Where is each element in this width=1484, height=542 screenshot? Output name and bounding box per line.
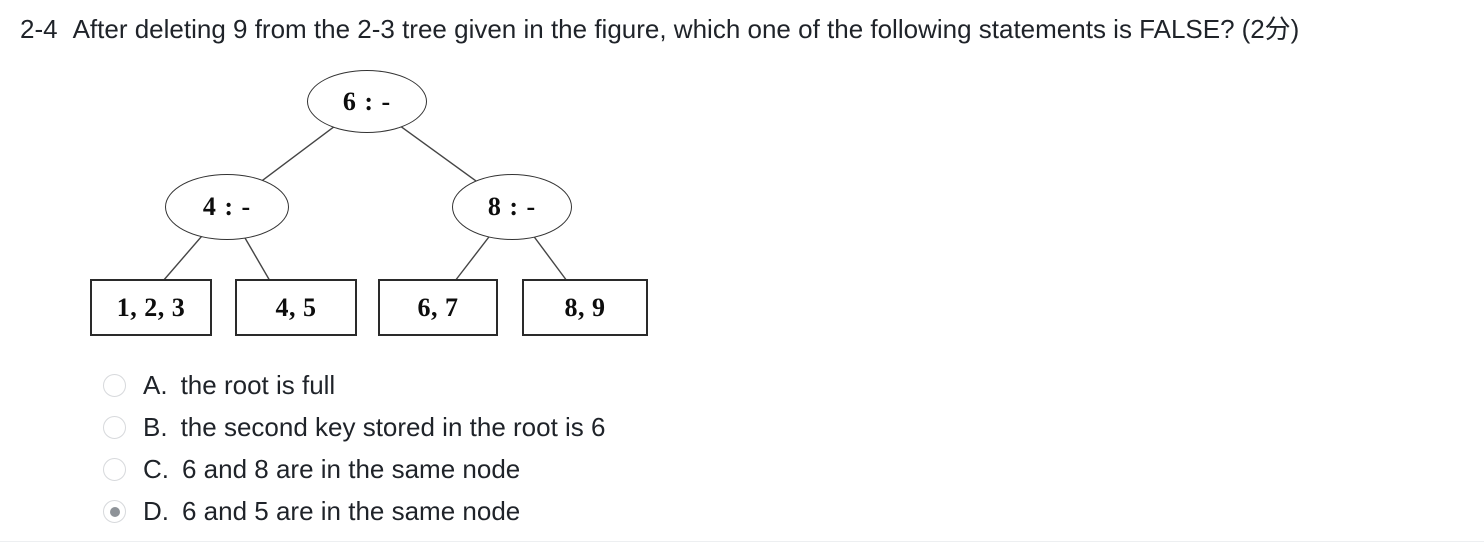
- option-letter: C.: [143, 454, 169, 484]
- tree-node-root: 6 : -: [307, 70, 427, 133]
- option-text: 6 and 5 are in the same node: [182, 496, 521, 526]
- tree-leaf-4: 8, 9: [522, 279, 648, 336]
- tree-diagram: 6 : - 4 : - 8 : - 1, 2, 3 4, 5 6, 7 8, 9: [60, 62, 660, 347]
- question-number: 2-4: [20, 14, 58, 44]
- tree-leaf-1: 1, 2, 3: [90, 279, 212, 336]
- option-letter: A.: [143, 370, 168, 400]
- tree-node-left: 4 : -: [165, 174, 289, 240]
- option-row-b[interactable]: B. the second key stored in the root is …: [103, 412, 606, 442]
- radio-button[interactable]: [103, 458, 126, 481]
- option-text: the root is full: [180, 370, 336, 400]
- radio-button[interactable]: [103, 416, 126, 439]
- option-letter: B.: [143, 412, 168, 442]
- option-text: 6 and 8 are in the same node: [182, 454, 521, 484]
- option-text: the second key stored in the root is 6: [180, 412, 606, 442]
- options-list: A. the root is full B. the second key st…: [103, 370, 606, 526]
- option-row-a[interactable]: A. the root is full: [103, 370, 606, 400]
- option-row-d[interactable]: D. 6 and 5 are in the same node: [103, 496, 606, 526]
- radio-button[interactable]: [103, 374, 126, 397]
- tree-leaf-3: 6, 7: [378, 279, 498, 336]
- option-row-c[interactable]: C. 6 and 8 are in the same node: [103, 454, 606, 484]
- tree-node-right: 8 : -: [452, 174, 572, 240]
- question-text: After deleting 9 from the 2-3 tree given…: [72, 14, 1235, 44]
- question-title: 2-4 After deleting 9 from the 2-3 tree gi…: [20, 13, 1299, 45]
- radio-button[interactable]: [103, 500, 126, 523]
- option-letter: D.: [143, 496, 169, 526]
- tree-leaf-2: 4, 5: [235, 279, 357, 336]
- question-points: (2分): [1241, 14, 1300, 44]
